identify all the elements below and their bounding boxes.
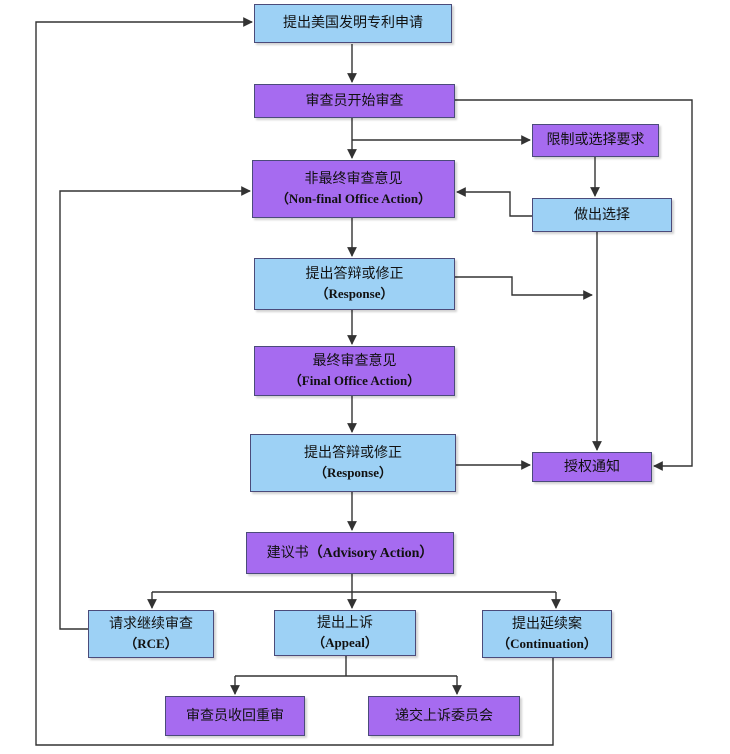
arrow-continuation-to-file <box>35 17 554 746</box>
appeal-sub: （Appeal） <box>312 635 378 650</box>
final-office-action-sub: （Final Office Action） <box>288 373 421 388</box>
line-appeal-split <box>235 656 457 677</box>
response-1-label: 提出答辩或修正 <box>305 266 404 282</box>
response-1-sub: （Response） <box>315 286 394 301</box>
line-advisory-split <box>152 574 556 593</box>
file-application-box[interactable]: 提出美国发明专利申请 <box>254 4 452 43</box>
rce-label: 请求继续审查 <box>109 616 193 632</box>
final-office-action-box[interactable]: 最终审查意见 （Final Office Action） <box>254 346 455 396</box>
non-final-office-action-label: 非最终审查意见 <box>304 171 403 187</box>
restriction-label: 限制或选择要求 <box>546 132 645 148</box>
begin-examination-box[interactable]: 审查员开始审查 <box>254 84 455 118</box>
response-2-sub: （Response） <box>313 465 392 480</box>
arrow-election-to-nonfinal <box>456 187 532 217</box>
advisory-action-sub: （Advisory Action） <box>308 545 434 561</box>
make-election-label: 做出选择 <box>574 206 630 223</box>
examiner-reopen-box[interactable]: 审查员收回重审 <box>165 696 305 736</box>
appeal-label: 提出上诉 <box>317 615 373 631</box>
allowance-box[interactable]: 授权通知 <box>532 452 652 482</box>
restriction-box[interactable]: 限制或选择要求 <box>532 124 659 157</box>
board-appeal-label: 递交上诉委员会 <box>395 707 493 724</box>
continuation-sub: （Continuation） <box>497 636 597 651</box>
non-final-office-action-box[interactable]: 非最终审查意见 （Non-final Office Action） <box>252 160 455 218</box>
make-election-box[interactable]: 做出选择 <box>532 198 672 232</box>
response-1-box[interactable]: 提出答辩或修正 （Response） <box>254 258 455 310</box>
final-office-action-label: 最终审查意见 <box>312 353 397 369</box>
advisory-action-box[interactable]: 建议书（Advisory Action） <box>246 532 454 574</box>
arrow-rce-to-nonfinal <box>59 186 251 630</box>
begin-examination-label: 审查员开始审查 <box>305 92 404 109</box>
non-final-office-action-sub: （Non-final Office Action） <box>275 191 432 206</box>
continuation-box[interactable]: 提出延续案 （Continuation） <box>482 610 612 658</box>
arrow-response1-to-allowance-line <box>455 276 593 300</box>
appeal-box[interactable]: 提出上诉 （Appeal） <box>274 610 416 656</box>
board-appeal-box[interactable]: 递交上诉委员会 <box>368 696 520 736</box>
examiner-reopen-label: 审查员收回重审 <box>186 707 284 724</box>
arrow-begin-to-allowance <box>455 99 693 471</box>
allowance-label: 授权通知 <box>564 458 620 475</box>
rce-box[interactable]: 请求继续审查 （RCE） <box>88 610 214 658</box>
advisory-action-label: 建议书 <box>266 544 309 561</box>
response-2-box[interactable]: 提出答辩或修正 （Response） <box>250 434 456 492</box>
advisory-action-text: 建议书（Advisory Action） <box>267 544 434 563</box>
continuation-label: 提出延续案 <box>512 616 582 632</box>
rce-sub: （RCE） <box>124 636 178 651</box>
file-application-label: 提出美国发明专利申请 <box>283 15 423 31</box>
response-2-label: 提出答辩或修正 <box>304 445 402 461</box>
